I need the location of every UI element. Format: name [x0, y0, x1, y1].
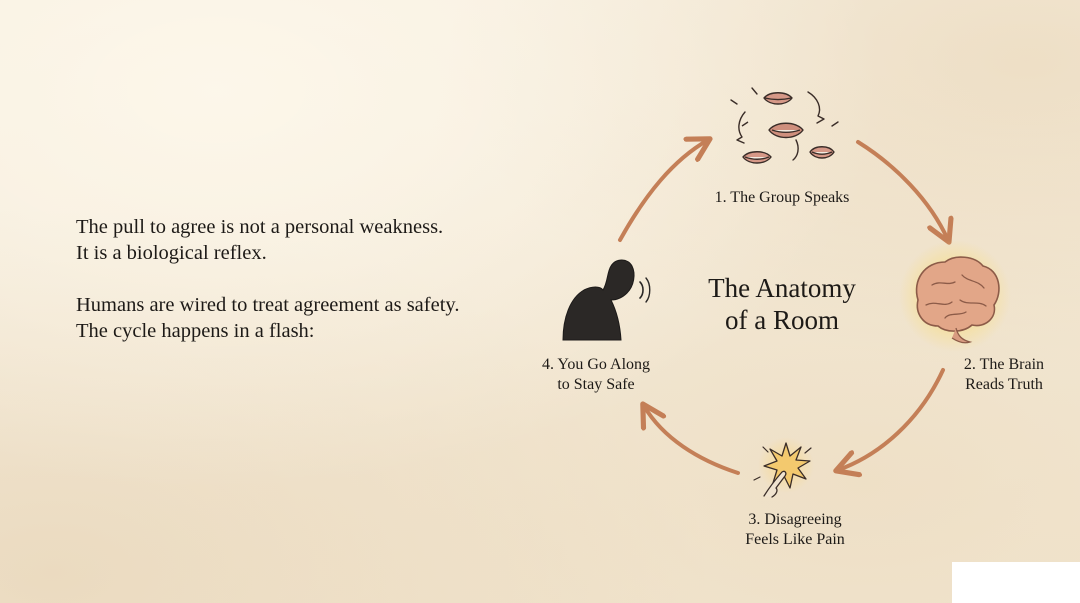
step-3-label: 3. Disagreeing Feels Like Pain [712, 510, 878, 550]
step-1-label: 1. The Group Speaks [692, 188, 872, 208]
corner-blank-area [952, 562, 1080, 603]
step-2-line-1: 2. The Brain [963, 356, 1045, 373]
glowing-brain-icon [899, 240, 1011, 352]
talking-mouths-icon [730, 87, 839, 164]
diagram-title-line-2: of a Room [725, 305, 839, 335]
hunched-person-icon [562, 259, 651, 341]
intro-line-1: The pull to agree is not a personal weak… [76, 216, 444, 238]
step-4-line-1: 4. You Go Along [541, 356, 651, 373]
intro-text: The pull to agree is not a personal weak… [76, 214, 536, 344]
arrow-person-to-group [618, 140, 708, 242]
intro-line-4: The cycle happens in a flash: [76, 320, 315, 342]
step-4-label: 4. You Go Along to Stay Safe [526, 355, 666, 395]
step-3-line-2: Feels Like Pain [745, 531, 845, 548]
diagram-title: The Anatomy of a Room [672, 272, 892, 336]
step-2-line-2: Reads Truth [965, 376, 1043, 393]
intro-line-3: Humans are wired to treat agreement as s… [76, 294, 460, 316]
pain-burst-icon [753, 437, 814, 498]
intro-line-2: It is a biological reflex. [76, 242, 267, 264]
diagram-title-line-1: The Anatomy [708, 273, 856, 303]
step-1-line-1: 1. The Group Speaks [714, 189, 850, 206]
arrow-brain-to-pain [838, 368, 945, 470]
step-4-line-2: to Stay Safe [557, 376, 635, 393]
step-3-line-1: 3. Disagreeing [748, 511, 842, 528]
cycle-arrows [618, 140, 948, 475]
arrow-pain-to-person [644, 406, 740, 475]
arrow-group-to-brain [856, 140, 948, 240]
step-2-label: 2. The Brain Reads Truth [946, 355, 1062, 395]
